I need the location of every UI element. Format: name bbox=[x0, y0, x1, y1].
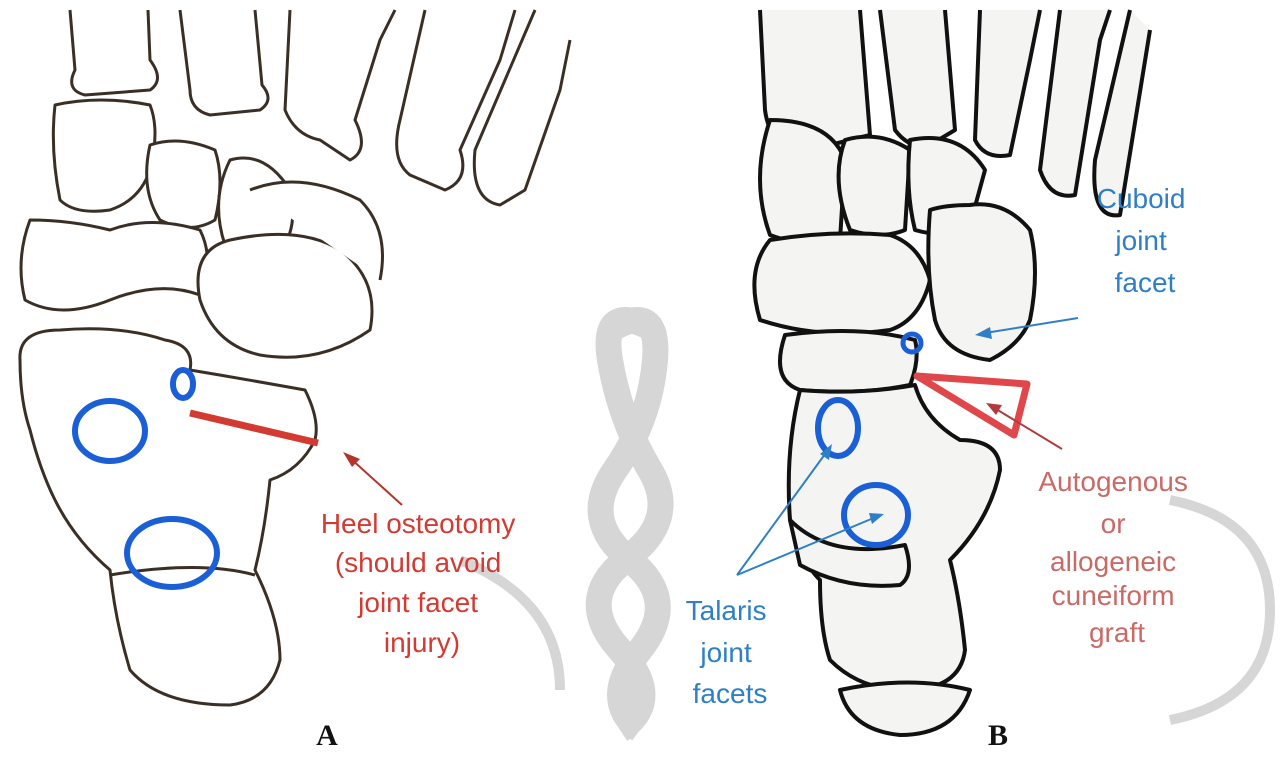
metatarsal-2 bbox=[180, 10, 268, 115]
b-metatarsal-2 bbox=[880, 10, 955, 146]
talaris-facets-label: Talaris joint facets bbox=[686, 595, 775, 709]
b-cuneiform-middle bbox=[839, 137, 910, 235]
b-cuboid bbox=[928, 204, 1035, 360]
osteotomy-arrow bbox=[343, 452, 402, 505]
osteotomy-label: Heel osteotomy (should avoid joint facet… bbox=[321, 508, 523, 658]
b-metatarsal-3 bbox=[975, 10, 1040, 156]
cuboid-facet-label: Cuboid joint facet bbox=[1097, 183, 1194, 298]
metatarsal-1 bbox=[70, 10, 158, 95]
graft-label: Autogenous or allogeneic cuneiform graft bbox=[1038, 466, 1195, 648]
cuneiform-medial bbox=[53, 100, 155, 211]
b-talus-head bbox=[780, 331, 917, 392]
cuneiform-middle bbox=[147, 141, 220, 228]
panel-a-drawing bbox=[20, 10, 570, 705]
b-navicular bbox=[754, 233, 930, 333]
metatarsal-3 bbox=[285, 10, 395, 160]
panel-a-letter: A bbox=[316, 719, 338, 752]
panel-b-letter: B bbox=[988, 719, 1008, 752]
navicular bbox=[21, 220, 208, 310]
b-calcaneus-tuber bbox=[840, 683, 970, 736]
b-cuneiform-medial bbox=[760, 120, 845, 244]
